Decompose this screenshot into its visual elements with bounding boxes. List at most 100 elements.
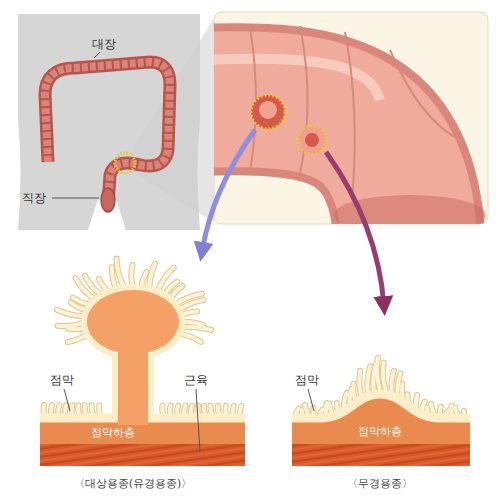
villus (210, 406, 212, 414)
polyp (305, 133, 319, 147)
villus-outline (92, 405, 93, 414)
villus (431, 404, 434, 414)
villus (377, 358, 380, 390)
villus (300, 410, 304, 414)
caption-label: 〈대상용종(유경용종)〉 (74, 477, 193, 490)
villus-outline (230, 406, 237, 414)
villus-outline (58, 322, 85, 326)
villus (326, 403, 327, 413)
layer-label: 점막하층 (358, 425, 402, 438)
villus (455, 407, 458, 414)
villus-outline (159, 406, 166, 414)
villus-outline (446, 410, 449, 413)
villus (92, 405, 93, 414)
colon (45, 62, 170, 205)
rectum (101, 188, 115, 212)
villus (240, 406, 241, 414)
villus-outline (218, 406, 219, 414)
villus-outline (210, 406, 212, 414)
part-label: 근육 (184, 373, 208, 387)
leader-line (196, 389, 200, 452)
villus-outline (222, 406, 229, 414)
villus (51, 405, 52, 414)
leader-line (94, 52, 100, 58)
villus-outline (367, 366, 370, 394)
villus (85, 405, 86, 414)
villus-outline (383, 362, 386, 391)
muscle-layer (40, 444, 245, 466)
villus (391, 371, 393, 394)
villus-outline (184, 406, 186, 414)
villus (359, 371, 362, 398)
colon-band (214, 59, 380, 100)
villus (329, 404, 332, 413)
villus-outline (455, 407, 458, 414)
part-label: 대장 (92, 37, 116, 51)
villus-outline (116, 259, 124, 289)
villus (116, 259, 124, 289)
villus-outline (359, 371, 362, 398)
villus-outline (75, 405, 82, 414)
part-label: 직장 (22, 191, 46, 205)
villus (70, 405, 75, 414)
villus-outline (85, 405, 86, 414)
villus (76, 405, 81, 414)
polyp-circle (298, 126, 326, 154)
villus-outline (329, 404, 332, 413)
villus-outline (191, 406, 192, 414)
villus-outline (320, 409, 323, 413)
villus (305, 405, 308, 414)
polyp (259, 101, 277, 119)
villus-outline (167, 406, 174, 414)
polyp-mucosa (87, 290, 179, 354)
villus (58, 405, 60, 414)
colon-fold (250, 26, 460, 200)
villus-outline (57, 310, 86, 316)
villus-outline (180, 327, 211, 330)
villus-outline (240, 406, 241, 414)
villus (231, 406, 236, 414)
villus-outline (177, 406, 178, 414)
polyp-circle (251, 95, 285, 129)
villus (223, 406, 228, 414)
villus-outline (51, 405, 52, 414)
colon-haustra (45, 62, 170, 205)
villus-outline (431, 404, 434, 414)
villus-outline (58, 405, 60, 414)
villus (76, 278, 97, 300)
villus (218, 406, 219, 414)
part-label: 점막 (50, 373, 74, 387)
villus-outline (305, 405, 308, 414)
villus (191, 406, 192, 414)
caption-label: 〈무경용종〉 (347, 477, 413, 490)
mucosa-layer (292, 394, 470, 418)
zoom-arrow (326, 152, 384, 306)
part-label: 점막 (295, 373, 319, 387)
villus (41, 405, 46, 414)
villus-outline (437, 407, 444, 414)
villus (320, 409, 323, 413)
villus-outline (96, 405, 103, 414)
villus (296, 408, 299, 414)
polyp-head (87, 290, 179, 354)
villus (168, 406, 173, 414)
villus (97, 405, 102, 414)
villus-outline (326, 403, 327, 413)
leader-line (64, 389, 70, 411)
villus-outline (204, 406, 205, 414)
leader-line (52, 198, 99, 199)
villus (180, 327, 211, 330)
villus-outline (391, 371, 393, 394)
villus (65, 405, 66, 414)
villus (383, 362, 386, 391)
villus-outline (40, 405, 47, 414)
layer-label: 점막하층 (91, 426, 135, 439)
leader-line (308, 389, 314, 411)
submucosa-layer (40, 422, 245, 444)
torso-silhouette (18, 14, 200, 230)
villus (58, 322, 85, 326)
villus-outline (65, 405, 66, 414)
villus (177, 406, 178, 414)
